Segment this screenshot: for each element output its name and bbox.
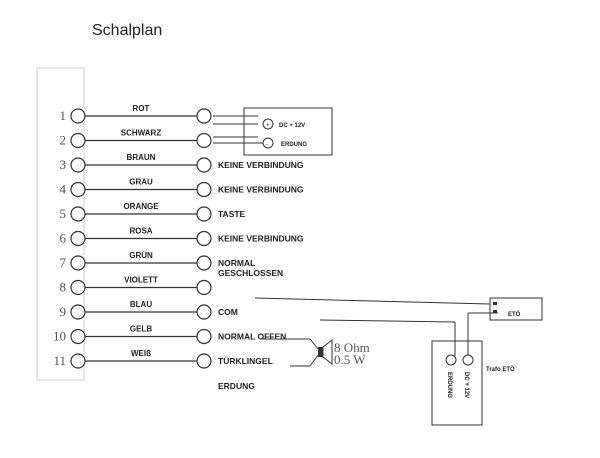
right-terminal-icon — [196, 108, 212, 124]
power-dc-label: DC + 12V — [279, 123, 305, 129]
com-line — [254, 297, 491, 305]
speaker-icon — [318, 347, 323, 357]
wire-color-label: GELB — [130, 325, 152, 334]
left-terminal-icon — [70, 279, 86, 296]
pin-number: 8 — [60, 280, 67, 295]
left-terminal-icon — [70, 353, 86, 369]
trafo-dc-icon — [462, 354, 474, 366]
pin-number: 1 — [60, 108, 67, 123]
terminal-target-label: NORMAL OFFEN — [218, 332, 286, 342]
eto-device: ETÖ — [489, 297, 543, 321]
terminal-row: 6 ROSA KEINE VERBINDUNG — [60, 227, 304, 247]
terminal-row: 10 GELB NORMAL OFFEN — [53, 325, 286, 345]
terminal-target-label: KEINE VERBINDUNG — [218, 234, 304, 244]
diagram-title: Schalplan — [92, 22, 163, 39]
svg-text:+: + — [266, 123, 270, 129]
terminal-row: 9 BLAU COM — [60, 300, 238, 320]
left-terminal-icon — [70, 181, 86, 198]
terminal-target-label: TÜRKLINGEL — [218, 356, 273, 366]
wire-color-label: BRAUN — [127, 153, 156, 162]
speaker-ohm: 8 Ohm — [334, 340, 370, 355]
wire-color-label: SCHWARZ — [121, 129, 162, 138]
speaker: 8 Ohm 0.5 W — [262, 338, 370, 367]
right-terminal-icon — [196, 132, 212, 149]
terminal-row: 4 GRAU KEINE VERBINDUNG — [60, 178, 304, 198]
right-terminal-icon — [196, 353, 212, 369]
wire-color-label: ORANGE — [123, 202, 159, 211]
left-terminal-icon — [70, 304, 86, 320]
wire-color-label: GRÜN — [129, 251, 153, 260]
power-box: + - DC + 12V ERDUNG — [213, 107, 333, 156]
terminal-row: ERDUNG — [218, 381, 255, 391]
wire-color-label: WEIß — [131, 349, 151, 358]
right-terminal-icon — [196, 206, 212, 222]
trafo-dc-label: DC + 12V — [463, 372, 469, 398]
pin-number: 7 — [60, 255, 67, 270]
terminal-target-label: NORMAL — [218, 258, 255, 268]
left-terminal-icon — [70, 328, 86, 345]
wire-color-label: BLAU — [130, 300, 152, 309]
pin-number: 11 — [53, 353, 66, 368]
terminal-block — [36, 67, 85, 381]
right-terminal-icon — [196, 279, 212, 296]
left-terminal-icon — [70, 230, 86, 247]
left-terminal-icon — [70, 206, 86, 222]
terminal-target-label: TASTE — [218, 209, 246, 219]
right-terminal-icon — [196, 304, 212, 320]
right-terminal-icon — [196, 328, 212, 345]
dc-terminal-icon — [262, 118, 274, 130]
pin-number: 10 — [53, 329, 66, 344]
pin-number: 6 — [60, 231, 67, 246]
wire-color-label: ROT — [133, 104, 150, 113]
pin-number: 4 — [60, 182, 67, 197]
wire-color-label: VIOLETT — [124, 276, 158, 285]
terminal-target-label: COM — [218, 307, 238, 317]
eto-label: ETÖ — [508, 311, 521, 318]
pin-number: 3 — [60, 157, 67, 172]
terminal-row: 3 BRAUN KEINE VERBINDUNG — [60, 153, 304, 173]
trafo-ground-icon — [445, 354, 457, 366]
trafo-label: Trafo ETÖ — [486, 366, 515, 373]
terminal-row: 2 SCHWARZ — [60, 129, 212, 149]
right-terminal-icon — [196, 230, 212, 247]
pin-number: 2 — [60, 133, 67, 148]
svg-text:-: - — [266, 142, 268, 148]
right-terminal-icon — [196, 157, 212, 173]
wire-color-label: GRAU — [129, 178, 153, 187]
trafo-box: ERDUNG DC + 12V Trafo ETÖ — [431, 340, 515, 426]
trafo-ground-label: ERDUNG — [446, 372, 452, 398]
pin-number: 5 — [60, 206, 67, 221]
right-terminal-icon — [196, 181, 212, 198]
pin-number: 9 — [60, 304, 67, 319]
left-terminal-icon — [70, 255, 86, 271]
terminal-row: 1 ROT — [60, 104, 212, 124]
left-terminal-icon — [70, 132, 86, 149]
power-ground-label: ERDUNG — [281, 142, 307, 148]
wire-color-label: ROSA — [129, 227, 152, 236]
terminal-target-label-2: GESCHLOSSEN — [218, 268, 283, 278]
left-terminal-icon — [70, 108, 86, 124]
terminal-target-label: KEINE VERBINDUNG — [218, 185, 304, 195]
ground-terminal-icon — [262, 137, 274, 149]
right-terminal-icon — [196, 255, 212, 271]
terminal-target-label: ERDUNG — [218, 381, 255, 391]
speaker-watt: 0.5 W — [334, 352, 366, 367]
left-terminal-icon — [70, 157, 86, 173]
terminal-target-label: KEINE VERBINDUNG — [218, 160, 304, 170]
terminal-row: 8 VIOLETT — [60, 276, 212, 296]
terminal-row: 5 ORANGE TASTE — [60, 202, 246, 222]
